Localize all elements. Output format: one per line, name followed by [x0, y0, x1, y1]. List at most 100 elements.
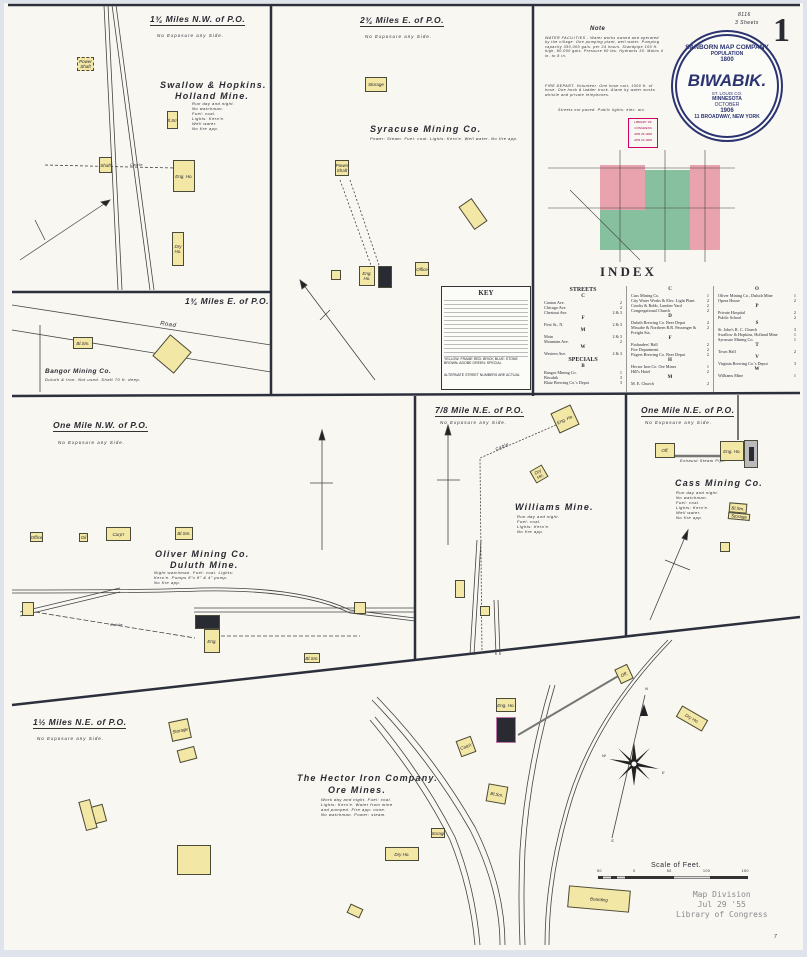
index-entry-sheet: 2 & 3	[612, 334, 622, 339]
seal-company: SANBORN MAP COMPANY	[685, 44, 769, 51]
index-entry-name: Town Hall	[718, 349, 736, 354]
seal-address: 11 BROADWAY, NEW YORK	[694, 114, 760, 120]
index-entry-name: St. John's R. C. Church	[718, 327, 758, 332]
index-entry: Hector Iron Co. Ore Mines 1	[631, 364, 709, 369]
index-entry: Bangor Mining Co.1	[544, 370, 622, 375]
index-entry-name: Opera House	[718, 298, 740, 303]
seal-population: 1800	[720, 57, 734, 63]
index-entry-name: Finlanders' Hall	[631, 342, 658, 347]
index-title: INDEX	[600, 264, 657, 279]
note-water: WATER FACILITIES - Water works owned and…	[545, 36, 664, 58]
index-thumbnail-map	[548, 150, 735, 262]
oliver-track-label: Cable	[110, 622, 123, 627]
hector-exposure: No Exposure any Side.	[37, 736, 105, 741]
index-entry-name: Williams Mine	[718, 373, 744, 378]
scale-tick: 100	[703, 869, 711, 873]
index-entry-sheet: 2 & 3	[612, 351, 622, 356]
index-entry-sheet: 1	[793, 293, 796, 298]
scale-tick: 0	[633, 869, 636, 873]
syracuse-shed	[331, 270, 341, 280]
oliver-oil-house: Oil	[79, 533, 88, 542]
index-entry-sheet: 1	[706, 364, 709, 369]
syracuse-boiler	[378, 266, 392, 288]
building-power-shaft: Power Shaft	[77, 57, 94, 71]
cass-desc: Run day and night. No watchman. Fuel: co…	[676, 490, 719, 520]
index-entry-sheet: 2	[706, 320, 709, 325]
index-entry-name: Biwabik	[544, 375, 559, 380]
oliver-shaft-east	[354, 602, 366, 614]
hector-header: 1½ Miles N.E. of P.O.	[33, 717, 127, 729]
index-entry-sheet: 2	[793, 315, 796, 320]
index-entry-sheet: 2 & 3	[612, 322, 622, 327]
index-entry-name: Cass Mining Co.	[631, 293, 660, 298]
index-entry: Western Ave.2 & 3	[544, 351, 622, 356]
index-heading: F	[668, 336, 672, 341]
index-entry: Main 2 & 3	[544, 334, 622, 339]
index-entry-sheet: 2	[706, 347, 709, 352]
index-heading: M	[580, 328, 586, 333]
index-entry-sheet: 2 & 3	[612, 310, 622, 315]
index-entry-name: Crooks & Robb, Lumber Yard	[631, 303, 682, 308]
compass-e: E	[662, 770, 666, 775]
index-entry-name: Duluth Brewing Co. Beer Depot	[631, 320, 686, 325]
index-entry-sheet: 2	[706, 298, 709, 303]
index-entry-name: Missabe & Northern R.R. Passenger & Frei…	[631, 325, 697, 335]
index-entry: Duluth Brewing Co. Beer Depot 2	[631, 320, 709, 325]
index-heading: V	[755, 355, 759, 360]
cass-title: Cass Mining Co.	[675, 478, 764, 488]
lc-stamp-line2: Jul 29 '55	[697, 900, 746, 909]
hector-title: The Hector Iron Company.	[297, 773, 438, 783]
seal-month: OCTOBER	[714, 102, 740, 108]
scale-bar	[598, 876, 748, 879]
index-entry-sheet: 1	[793, 373, 796, 378]
oliver-title: Oliver Mining Co.	[155, 549, 250, 559]
index-entry-name: First St., N.	[544, 322, 564, 327]
index-entry-sheet: 2	[619, 339, 622, 344]
library-of-congress-stamp: Map Division Jul 29 '55 Library of Congr…	[676, 890, 768, 920]
williams-title: Williams Mine.	[515, 502, 594, 512]
receipt-line1: LIBRARY OF CONGRESS	[634, 120, 652, 130]
hector-large-house	[177, 845, 211, 875]
index-entry-sheet: 2	[706, 381, 709, 386]
index-entry-sheet: 1	[793, 337, 796, 342]
oliver-desc: Night watchman. Fuel: coal. Lights: Kero…	[154, 570, 234, 585]
index-entry: Canton Ave.2	[544, 300, 622, 305]
index-entry-sheet: 1	[619, 370, 622, 375]
index-entry-name: Hector Iron Co. Ore Mines	[631, 364, 677, 369]
note-fire: FIRE DEPART. Volunteer. One hose cart, 1…	[545, 84, 656, 97]
index-heading: M	[667, 375, 673, 380]
holland-subtitle: Holland Mine.	[175, 91, 250, 101]
holland-cable-label: Cable	[130, 162, 143, 167]
oliver-carpenter: Carp'r	[106, 527, 131, 541]
index-entry-sheet: 2	[619, 300, 622, 305]
oliver-engine: Eng.	[204, 629, 220, 653]
index-heading: P	[755, 304, 759, 309]
index-entry-sheet: 2	[706, 325, 709, 330]
index-heading: C	[581, 294, 585, 299]
seal-county: ST. LOUIS CO.	[711, 91, 743, 96]
index-entry-name: Main	[544, 334, 553, 339]
scale-title: Scale of Feet.	[651, 862, 702, 869]
index-heading: W	[754, 367, 760, 372]
index-entry-name: Hill's Hotel	[631, 369, 651, 374]
syracuse-power-shaft: Power Shaft	[335, 160, 349, 176]
lc-stamp-line3: Library of Congress	[676, 910, 768, 919]
bangor-header: 1¾ Miles E. of P.O.	[185, 296, 269, 306]
compass-w: W	[602, 753, 607, 758]
seal-city: BIWABIK.	[687, 71, 767, 90]
syracuse-office: Office	[415, 262, 429, 276]
oliver-blacksmith-2: Bl.Sm.	[304, 653, 320, 663]
oliver-blacksmith: Bl.Sm.	[175, 527, 193, 540]
index-entry-name: Chestnut Ave.	[544, 310, 568, 315]
cass-exposure: No Exposure any Side.	[645, 420, 713, 425]
